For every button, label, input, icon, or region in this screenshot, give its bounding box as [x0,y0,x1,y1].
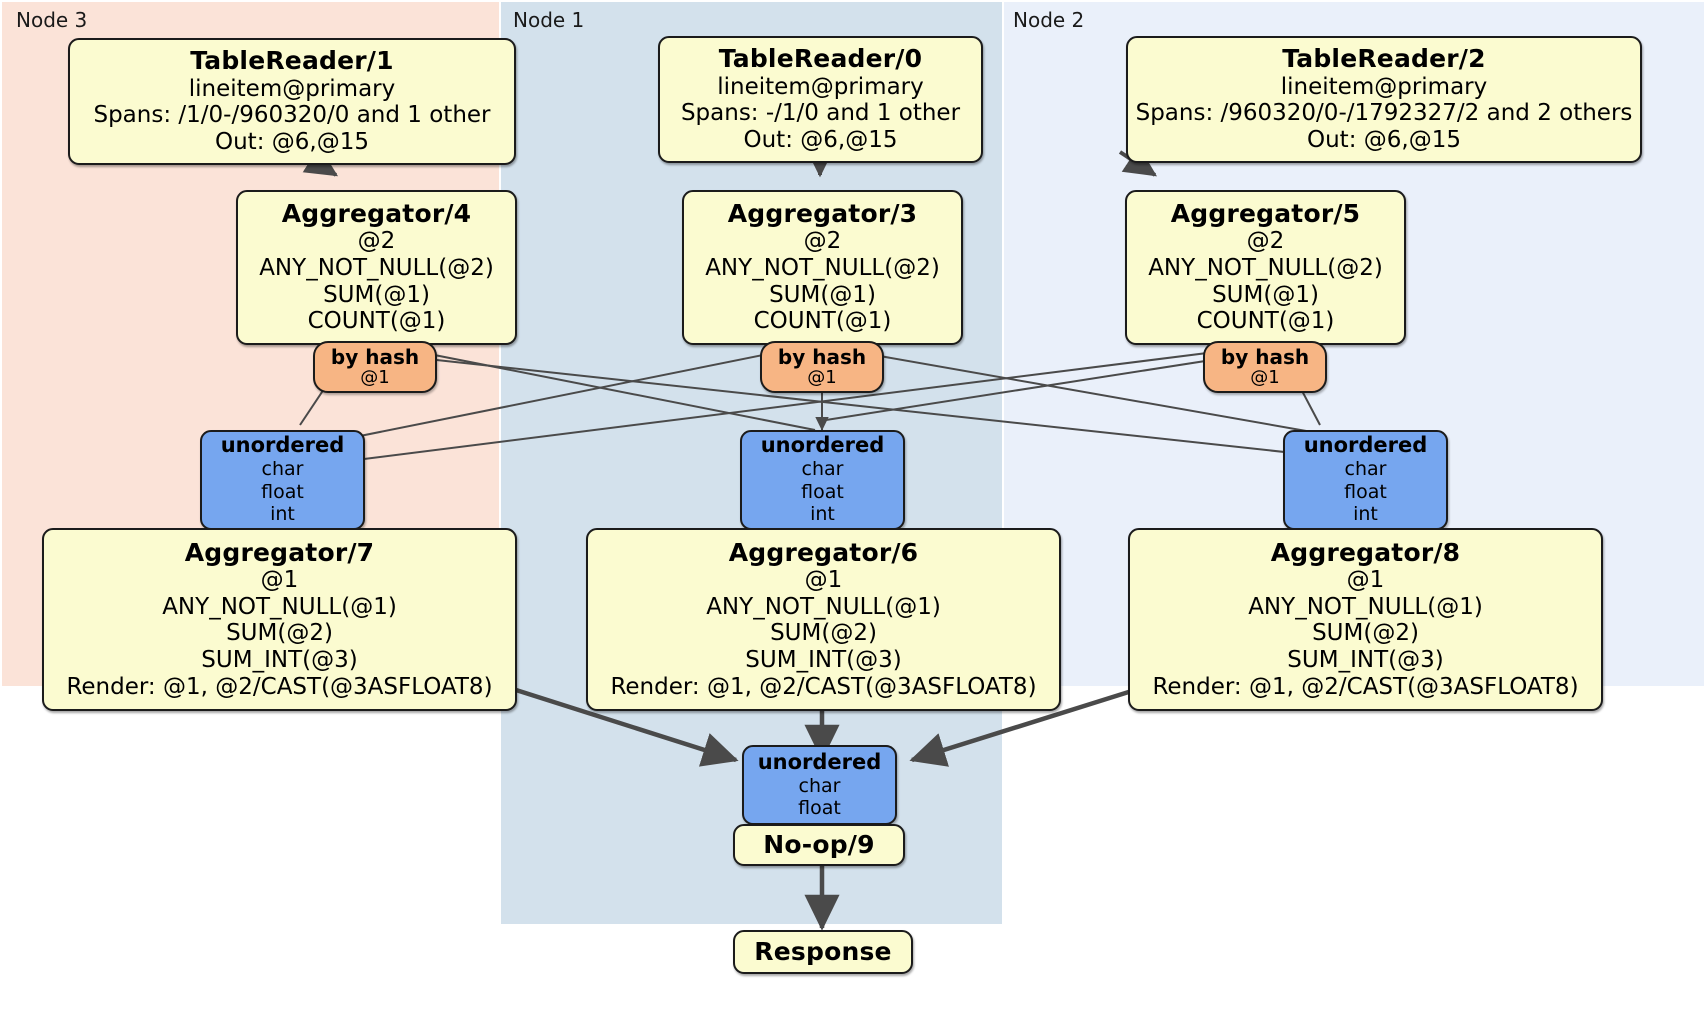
router-line: @1 [807,366,837,388]
processor-tablereader-2[interactable]: TableReader/2 lineitem@primary Spans: /9… [1126,36,1642,163]
processor-tablereader-0[interactable]: TableReader/0 lineitem@primary Spans: -/… [658,36,983,163]
processor-line: Spans: -/1/0 and 1 other [680,100,961,127]
processor-aggregator-6[interactable]: Aggregator/6 @1 ANY_NOT_NULL(@1) SUM(@2)… [586,528,1061,711]
processor-line: COUNT(@1) [1196,308,1335,335]
processor-line: ANY_NOT_NULL(@2) [259,254,494,281]
processor-tablereader-1[interactable]: TableReader/1 lineitem@primary Spans: /1… [68,38,516,165]
processor-line: @1 [260,566,299,593]
processor-aggregator-7[interactable]: Aggregator/7 @1 ANY_NOT_NULL(@1) SUM(@2)… [42,528,517,711]
processor-line: COUNT(@1) [753,308,892,335]
processor-line: @2 [1246,228,1285,255]
processor-line: SUM(@1) [323,281,430,308]
processor-aggregator-8[interactable]: Aggregator/8 @1 ANY_NOT_NULL(@1) SUM(@2)… [1128,528,1603,711]
processor-line: Render: @1, @2/CAST(@3ASFLOAT8) [1152,673,1579,700]
synchronizer-line: float [798,796,841,819]
processor-line: @1 [804,566,843,593]
processor-line: SUM(@2) [770,620,877,647]
processor-line: lineitem@primary [188,75,396,102]
processor-title: Aggregator/4 [281,199,472,229]
synchronizer-line: float [261,480,304,503]
synchronizer-line: char [1344,458,1387,481]
processor-line: COUNT(@1) [307,308,446,335]
synchronizer-title: unordered [760,433,885,458]
router-by-hash-right[interactable]: by hash @1 [1203,341,1327,393]
node-label-node1: Node 1 [513,8,585,32]
processor-line: Spans: /1/0-/960320/0 and 1 other [93,102,491,129]
processor-line: ANY_NOT_NULL(@2) [1148,254,1383,281]
processor-line: Out: @6,@15 [215,128,369,155]
processor-line: @2 [357,228,396,255]
node-label-node2: Node 2 [1013,8,1085,32]
processor-noop-9[interactable]: No-op/9 [733,824,905,866]
synchronizer-line: char [798,774,841,797]
processor-line: Render: @1, @2/CAST(@3ASFLOAT8) [66,673,493,700]
synchronizer-unordered-left[interactable]: unordered char float int [200,430,365,530]
processor-title: TableReader/1 [190,46,394,76]
processor-line: @1 [1346,566,1385,593]
processor-line: SUM_INT(@3) [745,646,902,673]
processor-response[interactable]: Response [733,930,913,974]
synchronizer-title: unordered [757,749,882,774]
synchronizer-line: char [261,458,304,481]
processor-line: SUM(@1) [1212,281,1319,308]
processor-line: SUM(@2) [226,620,333,647]
synchronizer-line: int [1353,503,1378,526]
node-label-node3: Node 3 [16,8,88,32]
processor-line: Render: @1, @2/CAST(@3ASFLOAT8) [610,673,1037,700]
processor-aggregator-3[interactable]: Aggregator/3 @2 ANY_NOT_NULL(@2) SUM(@1)… [682,190,963,345]
synchronizer-unordered-final[interactable]: unordered char float [742,745,897,825]
router-line: @1 [360,366,390,388]
processor-title: Aggregator/5 [1170,199,1361,229]
synchronizer-line: float [1344,480,1387,503]
router-line: @1 [1250,366,1280,388]
processor-line: Spans: /960320/0-/1792327/2 and 2 others [1135,100,1633,127]
processor-line: Out: @6,@15 [743,126,898,153]
processor-line: SUM_INT(@3) [201,646,358,673]
processor-title: Aggregator/3 [727,199,918,229]
synchronizer-unordered-mid[interactable]: unordered char float int [740,430,905,530]
processor-title: Response [754,936,892,966]
synchronizer-title: unordered [220,433,345,458]
processor-title: Aggregator/7 [184,537,375,567]
router-by-hash-left[interactable]: by hash @1 [313,341,437,393]
processor-title: TableReader/0 [718,44,923,74]
router-title: by hash [777,344,867,369]
processor-line: ANY_NOT_NULL(@1) [706,593,941,620]
synchronizer-line: int [270,503,295,526]
processor-line: @2 [803,228,842,255]
processor-line: SUM(@1) [769,281,876,308]
processor-line: lineitem@primary [717,73,924,100]
synchronizer-line: int [810,503,835,526]
processor-line: ANY_NOT_NULL(@1) [162,593,397,620]
synchronizer-line: float [801,480,844,503]
synchronizer-unordered-right[interactable]: unordered char float int [1283,430,1448,530]
processor-line: ANY_NOT_NULL(@2) [705,254,940,281]
router-by-hash-mid[interactable]: by hash @1 [760,341,884,393]
router-title: by hash [330,344,420,369]
processor-aggregator-4[interactable]: Aggregator/4 @2 ANY_NOT_NULL(@2) SUM(@1)… [236,190,517,345]
processor-title: Aggregator/8 [1270,537,1461,567]
synchronizer-line: char [801,458,844,481]
processor-title: Aggregator/6 [728,537,919,567]
router-title: by hash [1220,344,1310,369]
processor-aggregator-5[interactable]: Aggregator/5 @2 ANY_NOT_NULL(@2) SUM(@1)… [1125,190,1406,345]
processor-line: Out: @6,@15 [1307,126,1461,153]
processor-line: ANY_NOT_NULL(@1) [1248,593,1483,620]
processor-line: SUM(@2) [1312,620,1419,647]
processor-line: lineitem@primary [1280,73,1488,100]
synchronizer-title: unordered [1303,433,1428,458]
processor-line: SUM_INT(@3) [1287,646,1444,673]
processor-title: TableReader/2 [1282,44,1486,74]
processor-title: No-op/9 [763,829,875,859]
